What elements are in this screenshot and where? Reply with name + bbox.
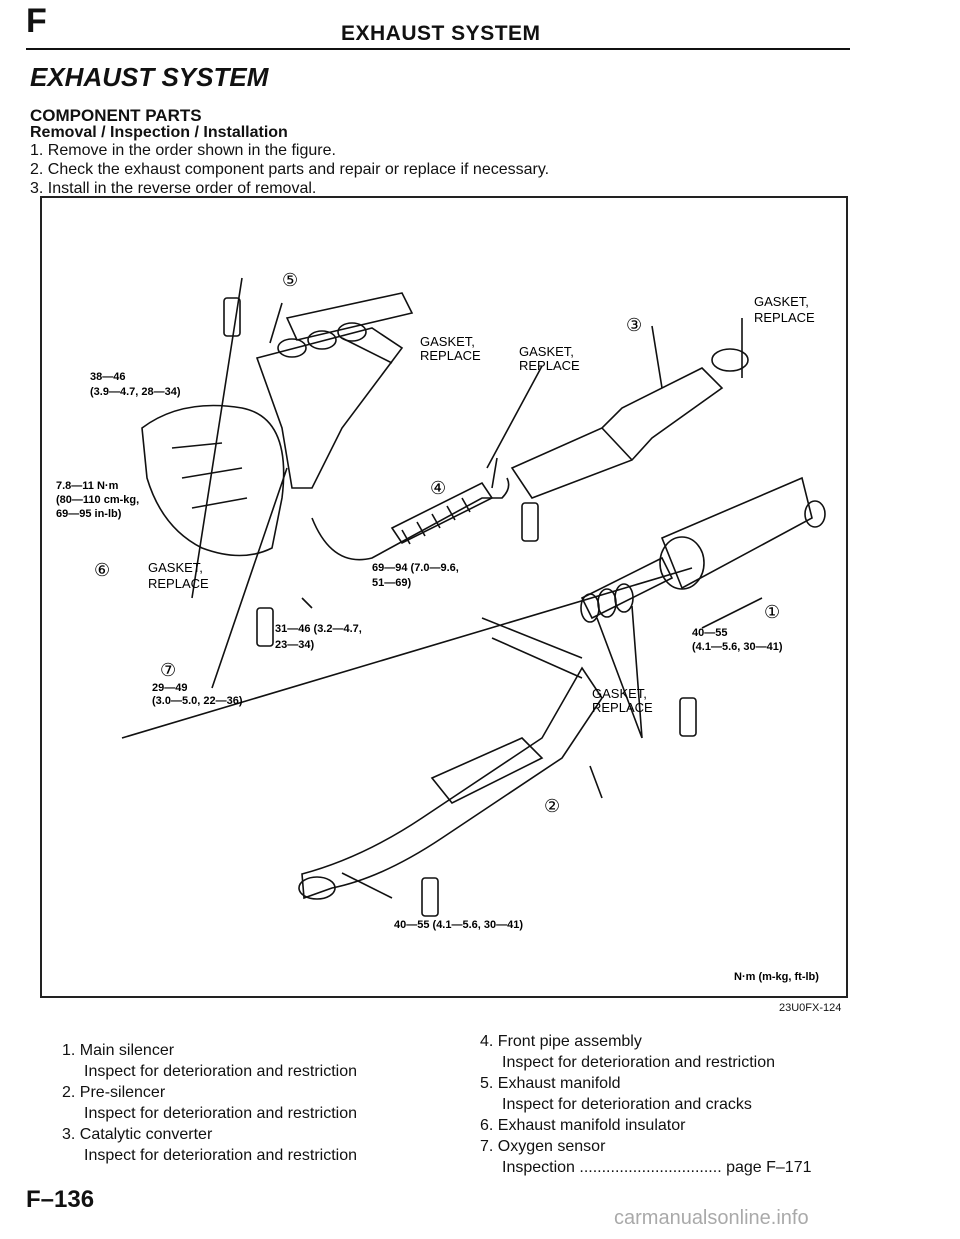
part-1-note: Inspect for deterioration and restrictio… [84, 1063, 358, 1080]
gasket-label-4: GASKET, [148, 560, 203, 575]
callout-1: ① [764, 602, 780, 622]
header-title: EXHAUST SYSTEM [341, 22, 541, 45]
step-3: 3. Install in the reverse order of remov… [30, 180, 317, 197]
callout-5: ⑤ [282, 270, 298, 290]
main-silencer-shape [660, 476, 813, 590]
callout-7: ⑦ [160, 660, 176, 680]
section-letter: F [26, 2, 47, 40]
manifold-insulator-shape [141, 404, 285, 557]
part-7-name: 7. Oxygen sensor [480, 1138, 606, 1155]
torque-4-line1: 31—46 (3.2—4.7, [275, 623, 362, 635]
torque-4-line2: 23—34) [275, 639, 314, 651]
torque-6-line2: (4.1—5.6, 30—41) [692, 641, 783, 653]
gasket-label-5: GASKET, [592, 686, 647, 701]
parts-list-right: 4. Front pipe assembly Inspect for deter… [480, 1031, 811, 1178]
torque-1-line2: (3.9—4.7, 28—34) [90, 386, 181, 398]
sealant-tube-icon [223, 297, 241, 337]
torque-1-line1: 38—46 [90, 371, 125, 383]
procedure-title: Removal / Inspection / Installation [30, 124, 288, 141]
callout-6: ⑥ [94, 560, 110, 580]
part-4-note: Inspect for deterioration and restrictio… [502, 1054, 776, 1071]
manifold-gasket-shape [285, 292, 414, 341]
part-2-note: Inspect for deterioration and restrictio… [84, 1105, 358, 1122]
callout-4: ④ [430, 478, 446, 498]
replace-label-5: REPLACE [592, 700, 653, 715]
section-title: COMPONENT PARTS [30, 106, 202, 125]
exhaust-manifold-shape [255, 327, 404, 489]
callout-3: ③ [626, 315, 642, 335]
gasket-label-1: GASKET, [420, 334, 475, 349]
part-7-note: Inspection .............................… [502, 1159, 812, 1176]
sealant-tube-icon [679, 697, 697, 737]
replace-label-2: REPLACE [519, 358, 580, 373]
front-pipe-shape [311, 477, 510, 561]
part-3-note: Inspect for deterioration and restrictio… [84, 1147, 358, 1164]
gasket-label-3: GASKET, [754, 294, 809, 309]
sealant-tube-icon [421, 877, 439, 917]
exhaust-diagram: GASKET, REPLACE GASKET, REPLACE GASKET, … [56, 270, 826, 983]
parts-list-left: 1. Main silencer Inspect for deteriorati… [62, 1040, 357, 1166]
figure-code: 23U0FX-124 [779, 1002, 842, 1014]
part-6-name: 6. Exhaust manifold insulator [480, 1117, 686, 1134]
torque-2-line3: 69—95 in-lb) [56, 508, 122, 520]
header-rule [26, 48, 850, 50]
part-4-name: 4. Front pipe assembly [480, 1033, 642, 1050]
callout-2: ② [544, 796, 560, 816]
catalytic-converter-shape [510, 367, 724, 499]
page-title: EXHAUST SYSTEM [30, 62, 269, 92]
torque-5-line2: (3.0—5.0, 22—36) [152, 695, 243, 707]
step-1: 1. Remove in the order shown in the figu… [30, 142, 336, 159]
units-label: N·m (m-kg, ft-lb) [734, 971, 819, 983]
step-2: 2. Check the exhaust component parts and… [30, 161, 550, 178]
sealant-tube-icon [521, 502, 539, 542]
torque-3-line1: 69—94 (7.0—9.6, [372, 562, 459, 574]
part-2-name: 2. Pre-silencer [62, 1084, 166, 1101]
replace-label-3: REPLACE [754, 310, 815, 325]
part-3-name: 3. Catalytic converter [62, 1126, 213, 1143]
part-5-name: 5. Exhaust manifold [480, 1075, 621, 1092]
torque-2-line1: 7.8—11 N·m [56, 480, 119, 492]
torque-2-line2: (80—110 cm-kg, [56, 494, 139, 506]
replace-label-4: REPLACE [148, 576, 209, 591]
torque-5-line1: 29—49 [152, 682, 187, 694]
sealant-tube-icon [256, 607, 274, 647]
torque-7-line1: 40—55 (4.1—5.6, 30—41) [394, 919, 523, 931]
gasket-label-2: GASKET, [519, 344, 574, 359]
exhaust-figure: GASKET, REPLACE GASKET, REPLACE GASKET, … [40, 196, 848, 998]
replace-label-1: REPLACE [420, 348, 481, 363]
torque-3-line2: 51—69) [372, 577, 411, 589]
torque-6-line1: 40—55 [692, 627, 727, 639]
part-5-note: Inspect for deterioration and cracks [502, 1096, 752, 1113]
part-1-name: 1. Main silencer [62, 1042, 175, 1059]
page-number: F–136 [26, 1186, 95, 1213]
pre-silencer-shape [301, 666, 603, 900]
watermark: carmanualsonline.info [614, 1207, 809, 1229]
